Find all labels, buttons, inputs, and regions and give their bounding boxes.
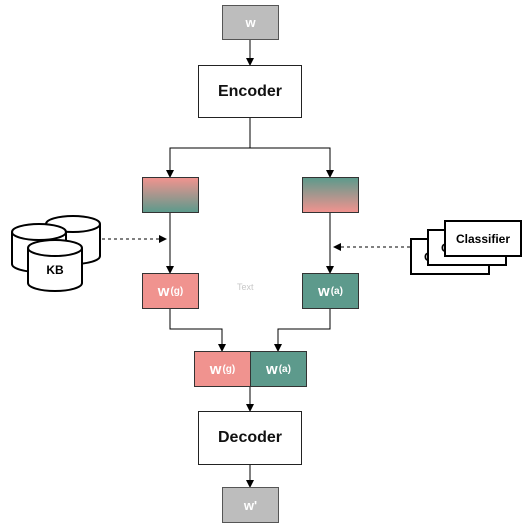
classifier-stack: C C Classifier	[410, 220, 522, 276]
faint-text: Text	[237, 282, 254, 292]
decoder-node: Decoder	[198, 411, 302, 465]
attribute-word-base: w	[318, 282, 330, 300]
decoder-label: Decoder	[217, 429, 283, 446]
encoder-split-line	[166, 118, 251, 178]
input-word-node: w	[222, 5, 279, 40]
kb-label: KB	[46, 263, 64, 277]
attribute-word-sup: (a)	[330, 285, 343, 297]
concat-general-sup: (g)	[222, 363, 236, 375]
concat-general-base: w	[209, 360, 222, 378]
arrow-wa-to-concat	[274, 309, 331, 352]
arrow-wg-to-concat	[169, 309, 226, 352]
encoder-split-line-right	[250, 147, 334, 178]
general-representation-block	[142, 177, 199, 213]
encoder-label: Encoder	[217, 82, 282, 100]
output-word-label: w'	[243, 497, 258, 513]
concat-general-cell: w(g)	[194, 351, 251, 387]
attribute-word-node: w(a)	[302, 273, 359, 309]
attribute-representation-block	[302, 177, 359, 213]
concat-attribute-base: w	[266, 360, 278, 378]
concat-attribute-sup: (a)	[278, 363, 291, 375]
concat-attribute-cell: w(a)	[250, 351, 307, 387]
general-word-node: w(g)	[142, 273, 199, 309]
encoder-node: Encoder	[198, 65, 302, 118]
classifier-card-front: Classifier	[444, 220, 522, 257]
general-word-sup: (g)	[170, 285, 184, 297]
general-word-base: w	[157, 282, 170, 300]
input-word-label: w	[245, 15, 256, 30]
kb-database-icon	[11, 215, 101, 292]
classifier-label: Classifier	[455, 231, 511, 246]
output-word-node: w'	[222, 487, 279, 523]
